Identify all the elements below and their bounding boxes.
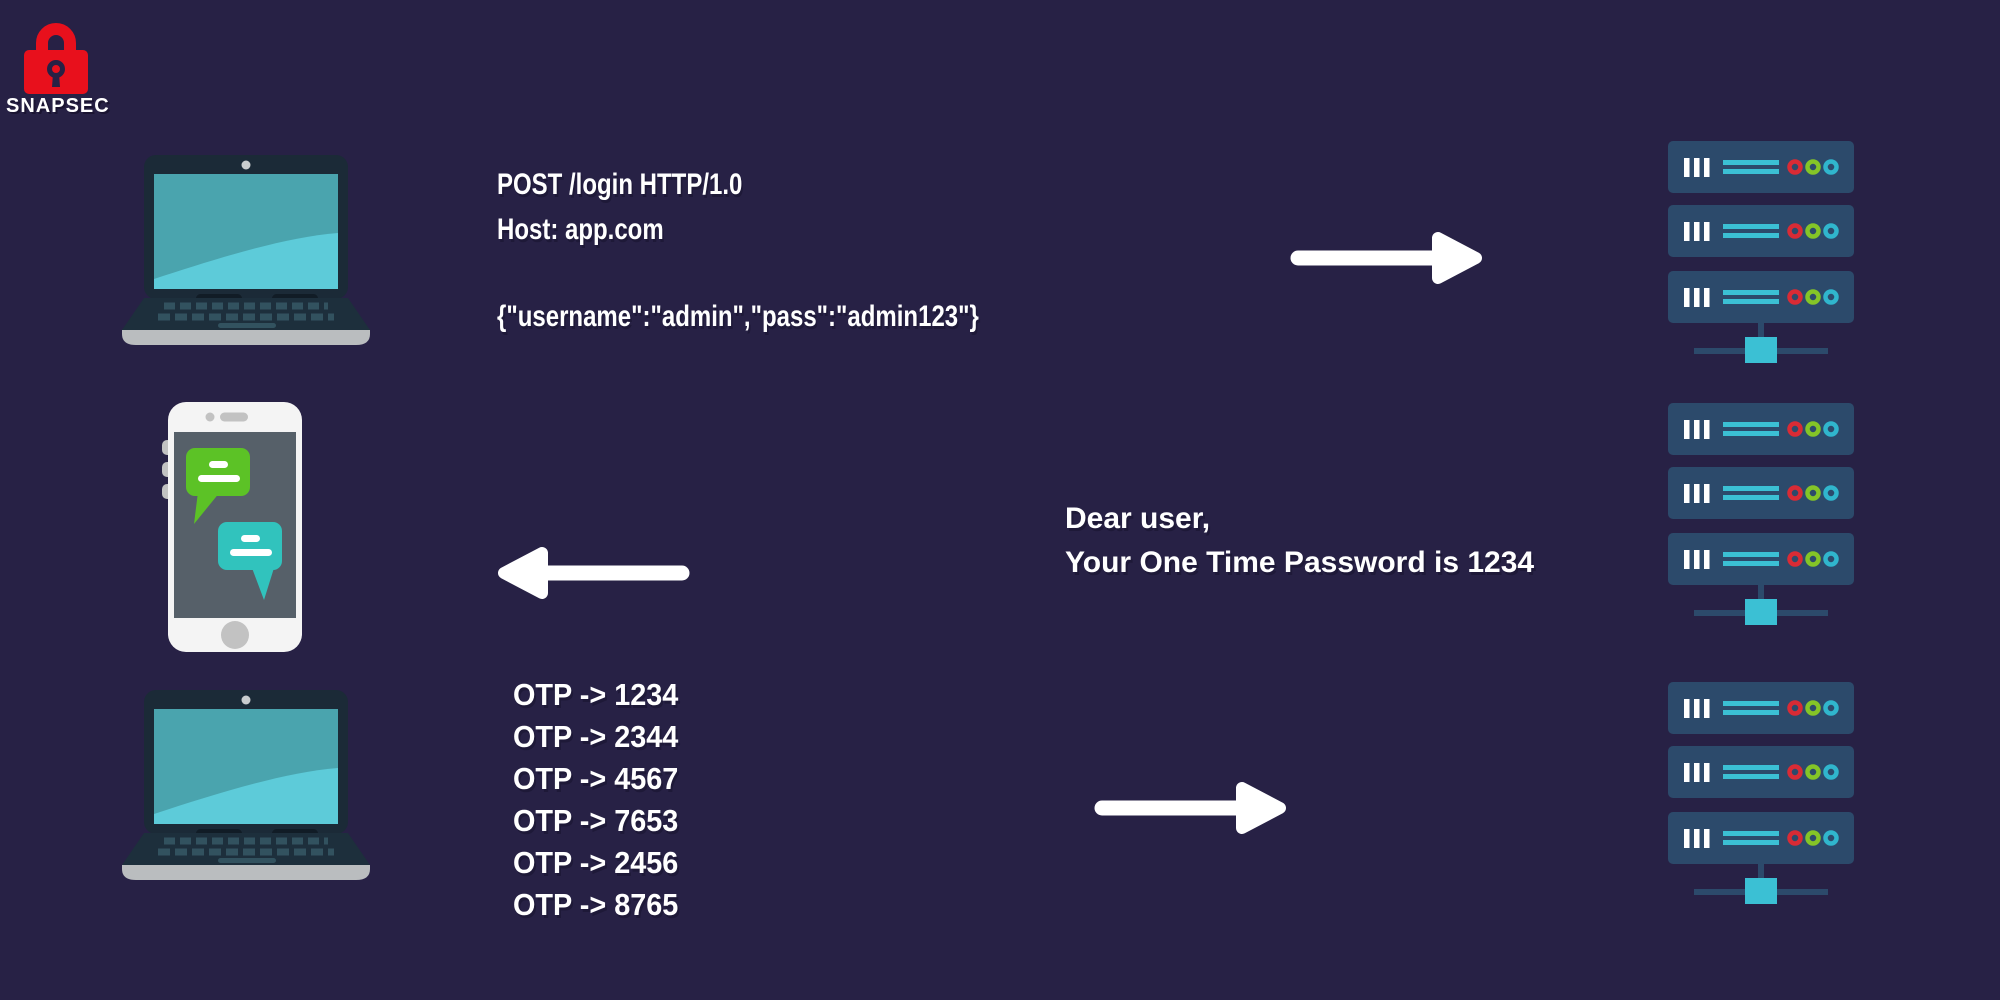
client-laptop-icon [120, 155, 372, 347]
arrow-right-icon [1288, 228, 1486, 288]
otp-item: OTP -> 1234 [513, 677, 679, 712]
http-request-line-3: {"username":"admin","pass":"admin123"} [497, 300, 979, 333]
otp-guess-list: OTP -> 1234 OTP -> 2344 OTP -> 4567 OTP … [513, 674, 678, 926]
sms-message-block: Dear user, Your One Time Password is 123… [1065, 497, 1534, 585]
attacker-laptop-icon [120, 690, 372, 882]
server-rack-icon [1666, 403, 1856, 625]
arrow-left-icon [494, 543, 692, 603]
padlock-icon [24, 16, 88, 96]
http-request-line-2: Host: app.com [497, 213, 664, 246]
brand-name: SNAPSEC [6, 95, 110, 117]
arrow-right-icon [1092, 778, 1290, 838]
sms-line-1: Dear user, [1065, 502, 1211, 535]
sms-line-2: Your One Time Password is 1234 [1065, 546, 1535, 579]
otp-item: OTP -> 2344 [513, 719, 679, 754]
http-request-block: POST /login HTTP/1.0 Host: app.com {"use… [497, 162, 979, 339]
otp-item: OTP -> 2456 [513, 845, 679, 880]
smartphone-sms-icon [160, 402, 306, 657]
http-request-line-1: POST /login HTTP/1.0 [497, 168, 743, 201]
otp-item: OTP -> 7653 [513, 803, 679, 838]
otp-item: OTP -> 8765 [513, 887, 679, 922]
otp-item: OTP -> 4567 [513, 761, 679, 796]
server-rack-icon [1666, 682, 1856, 904]
server-rack-icon [1666, 141, 1856, 363]
